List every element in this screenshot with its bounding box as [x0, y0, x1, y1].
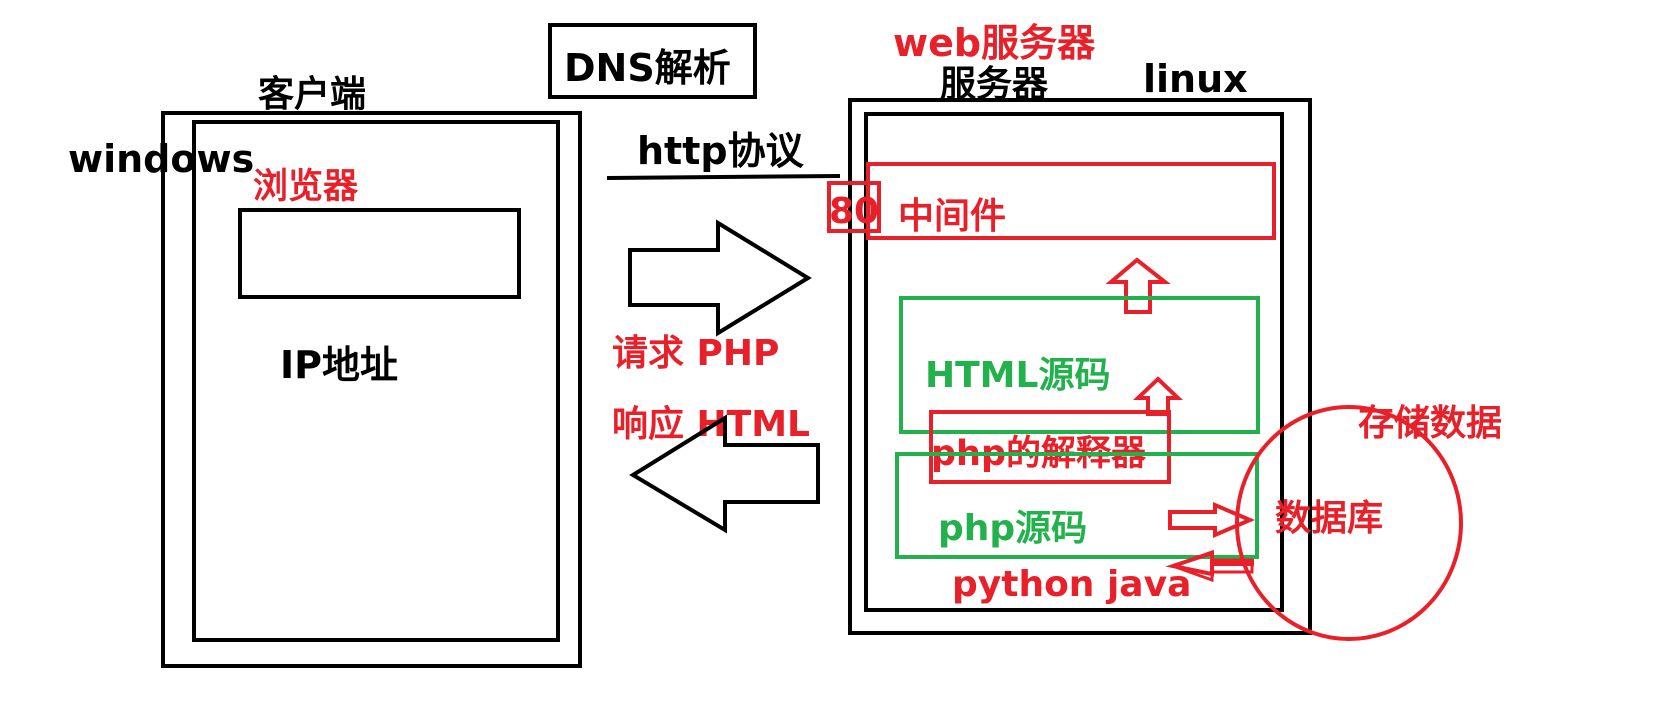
- ip-address-label: IP地址: [280, 343, 398, 387]
- up-arrow-to-middleware: [1105, 257, 1171, 314]
- php-source-label: php源码: [938, 508, 1087, 549]
- client-outer-box: [161, 111, 582, 668]
- middleware-label: 中间件: [898, 196, 1006, 237]
- database-circle: [1235, 405, 1463, 641]
- server-inner-box: [864, 112, 1284, 612]
- response-arrow: [629, 414, 820, 534]
- html-source-box: [899, 296, 1260, 434]
- php-to-db-arrow: [1168, 501, 1256, 539]
- db-to-php-arrow-body: [1168, 549, 1254, 583]
- http-protocol-label: http协议: [637, 129, 805, 173]
- request-label: 请求 PHP: [612, 333, 779, 374]
- store-data-label: 存储数据: [1358, 403, 1502, 444]
- port-box: [827, 181, 881, 233]
- client-label: 客户端: [258, 74, 366, 115]
- other-languages-label: python java: [952, 564, 1191, 605]
- dns-label: DNS解析: [564, 46, 731, 90]
- dns-box: [548, 23, 757, 99]
- client-inner-box: [192, 120, 560, 642]
- html-source-label: HTML源码: [925, 355, 1110, 396]
- http-protocol-line: [606, 174, 841, 180]
- middleware-box: [866, 162, 1276, 240]
- web-server-label: web服务器: [893, 21, 1096, 65]
- request-arrow: [628, 219, 812, 337]
- php-interpreter-box: [929, 410, 1171, 484]
- browser-address-bar: [238, 208, 521, 299]
- port-label: 80: [829, 191, 879, 232]
- linux-label: linux: [1143, 57, 1248, 101]
- server-outer-box: [848, 98, 1312, 635]
- php-source-box: [895, 452, 1259, 559]
- browser-label: 浏览器: [253, 167, 359, 207]
- database-label: 数据库: [1275, 498, 1383, 539]
- windows-label: windows: [68, 137, 254, 181]
